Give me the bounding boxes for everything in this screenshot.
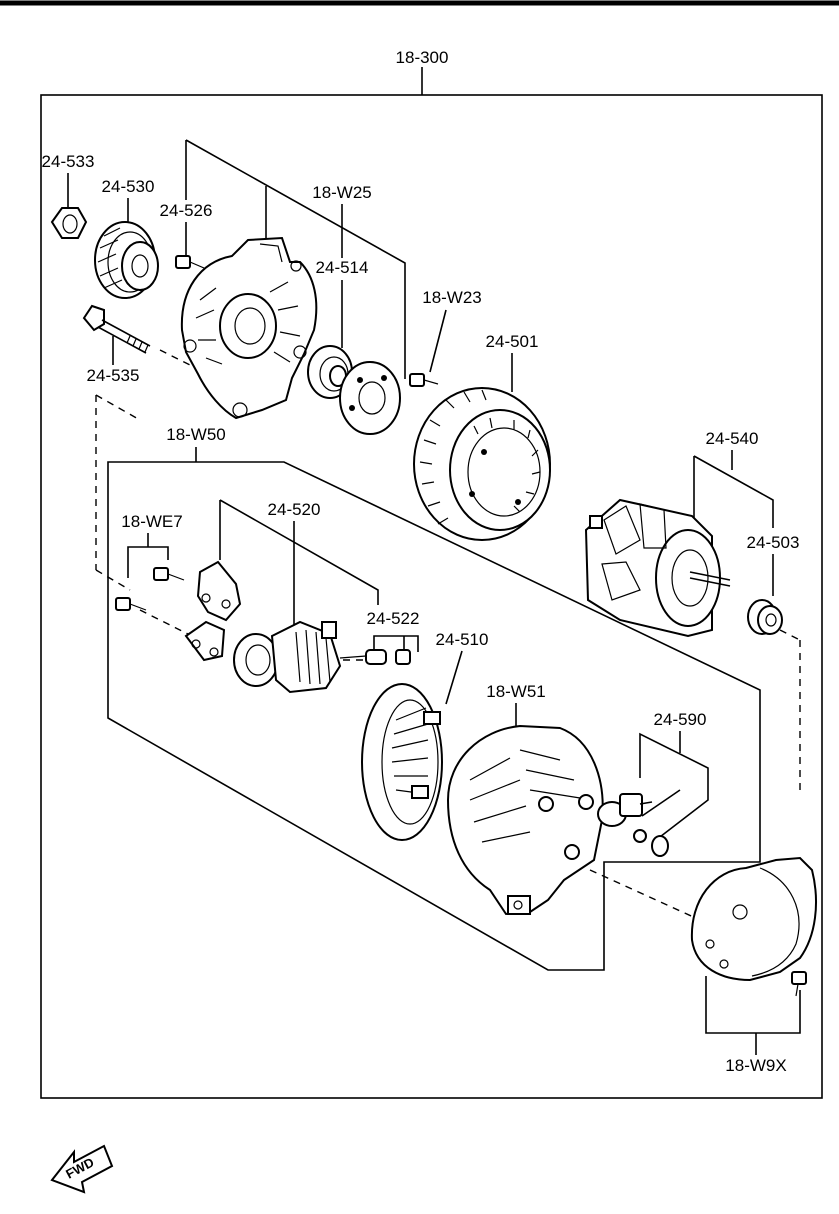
front-housing[interactable] — [180, 236, 318, 420]
brush-set-24-522[interactable] — [339, 649, 411, 665]
label-24-503[interactable]: 24-503 — [747, 533, 800, 552]
label-24-510[interactable]: 24-510 — [436, 630, 489, 649]
screw-18-WE7-b[interactable] — [115, 597, 147, 611]
rear-housing-18-W51[interactable] — [446, 724, 604, 916]
label-18-W25[interactable]: 18-W25 — [312, 183, 372, 202]
label-24-530[interactable]: 24-530 — [102, 177, 155, 196]
leader-lines — [67, 139, 801, 1055]
label-24-535[interactable]: 24-535 — [87, 366, 140, 385]
bolt-24-535[interactable] — [82, 304, 151, 354]
stator-24-501[interactable] — [413, 387, 551, 541]
regulator-24-520[interactable] — [233, 620, 342, 694]
fwd-arrow-icon — [50, 1144, 114, 1194]
label-24-590[interactable]: 24-590 — [654, 710, 707, 729]
screw-18-W23[interactable] — [409, 373, 439, 387]
screw-24-526[interactable] — [175, 255, 205, 269]
pulley-24-530[interactable] — [94, 221, 159, 299]
rotor-24-540[interactable] — [584, 498, 731, 638]
regulator-bracket[interactable] — [184, 560, 242, 662]
label-24-522[interactable]: 24-522 — [367, 609, 420, 628]
label-24-533[interactable]: 24-533 — [42, 152, 95, 171]
label-24-501[interactable]: 24-501 — [486, 332, 539, 351]
label-18-W23[interactable]: 18-W23 — [422, 288, 482, 307]
label-24-526[interactable]: 24-526 — [160, 201, 213, 220]
label-18-W50[interactable]: 18-W50 — [166, 425, 226, 444]
fwd-direction-marker: FWD — [50, 1144, 114, 1194]
bearing-24-503[interactable] — [747, 599, 783, 635]
label-18-W51[interactable]: 18-W51 — [486, 682, 546, 701]
screw-18-WE7-a[interactable] — [153, 567, 185, 581]
label-24-540[interactable]: 24-540 — [706, 429, 759, 448]
rectifier-24-510[interactable] — [361, 683, 443, 841]
label-18-W9X[interactable]: 18-W9X — [725, 1056, 786, 1075]
label-18-300[interactable]: 18-300 — [396, 48, 449, 67]
rear-cover-18-W9X[interactable] — [690, 856, 817, 997]
label-18-WE7[interactable]: 18-WE7 — [121, 512, 182, 531]
terminal-bolt-24-590[interactable] — [597, 793, 669, 857]
retainer-plate-18-W25[interactable] — [339, 361, 401, 435]
nut-24-533[interactable] — [50, 207, 88, 239]
label-24-520[interactable]: 24-520 — [268, 500, 321, 519]
assembly-frame — [40, 94, 823, 1099]
label-24-514[interactable]: 24-514 — [316, 258, 369, 277]
